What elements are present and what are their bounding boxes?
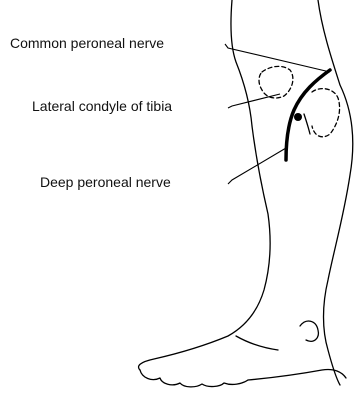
common-peroneal-leader (225, 44, 330, 72)
posterior-leg-outline (318, 0, 353, 385)
lateral-condyle-outline (312, 89, 340, 137)
lateral-condyle-leader (228, 94, 280, 108)
condyle-marker-dot (294, 113, 302, 121)
foot-dorsum-line (236, 336, 278, 350)
lateral-condyle-label: Lateral condyle of tibia (32, 98, 172, 114)
toes (140, 370, 248, 387)
common-peroneal-nerve-label: Common peroneal nerve (10, 35, 164, 51)
fibula-head-outline (259, 66, 293, 98)
deep-peroneal-nerve-label: Deep peroneal nerve (40, 174, 171, 190)
condyle-edge-line (304, 114, 310, 134)
deep-peroneal-leader (228, 148, 286, 184)
malleolus (300, 321, 318, 341)
sole-outline (248, 369, 346, 380)
